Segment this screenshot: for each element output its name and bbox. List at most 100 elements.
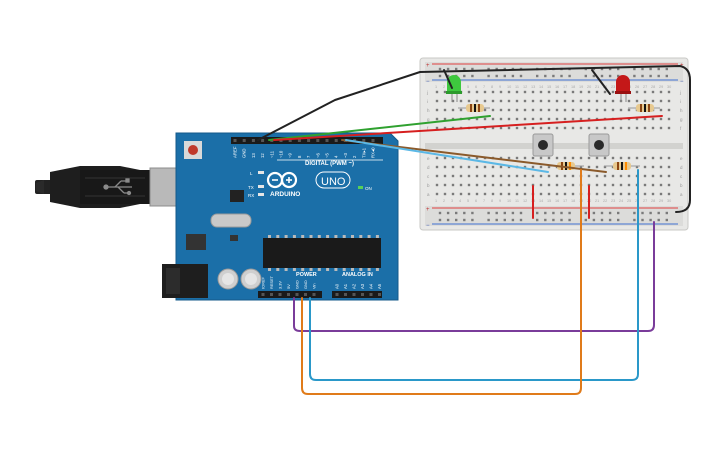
breadboard-hole[interactable] xyxy=(547,117,551,121)
breadboard-hole[interactable] xyxy=(531,156,535,160)
breadboard-hole[interactable] xyxy=(627,183,631,187)
rail-hole[interactable] xyxy=(471,67,474,71)
rail-hole[interactable] xyxy=(544,74,547,78)
breadboard-hole[interactable] xyxy=(595,174,599,178)
breadboard-hole[interactable] xyxy=(467,156,471,160)
breadboard-hole[interactable] xyxy=(603,108,607,112)
breadboard-hole[interactable] xyxy=(507,90,511,94)
breadboard-hole[interactable] xyxy=(467,183,471,187)
rail-hole[interactable] xyxy=(446,74,450,78)
rail-hole[interactable] xyxy=(511,211,515,215)
breadboard-hole[interactable] xyxy=(643,117,647,121)
breadboard-hole[interactable] xyxy=(491,183,495,187)
rail-hole[interactable] xyxy=(511,218,515,222)
breadboard-hole[interactable] xyxy=(435,192,439,196)
header-pin[interactable] xyxy=(361,293,364,296)
breadboard-hole[interactable] xyxy=(547,183,551,187)
rail-hole[interactable] xyxy=(536,74,539,78)
breadboard-hole[interactable] xyxy=(611,108,615,112)
breadboard-hole[interactable] xyxy=(667,90,671,94)
breadboard-hole[interactable] xyxy=(659,156,663,160)
breadboard-hole[interactable] xyxy=(491,126,495,130)
rail-hole[interactable] xyxy=(471,211,474,215)
rail-hole[interactable] xyxy=(438,218,442,222)
header-pin[interactable] xyxy=(369,293,373,296)
breadboard-hole[interactable] xyxy=(499,99,503,103)
breadboard-hole[interactable] xyxy=(555,99,559,103)
breadboard-hole[interactable] xyxy=(483,165,487,169)
rail-hole[interactable] xyxy=(471,74,474,78)
rail-hole[interactable] xyxy=(487,218,490,222)
breadboard-hole[interactable] xyxy=(635,117,639,121)
header-pin[interactable] xyxy=(288,139,292,142)
header-pin[interactable] xyxy=(297,139,301,142)
breadboard-hole[interactable] xyxy=(539,192,543,196)
breadboard-hole[interactable] xyxy=(507,117,511,121)
rail-hole[interactable] xyxy=(649,211,652,215)
header-pin[interactable] xyxy=(287,293,290,296)
breadboard-hole[interactable] xyxy=(651,183,655,187)
breadboard-hole[interactable] xyxy=(443,117,447,121)
breadboard-hole[interactable] xyxy=(563,99,567,103)
breadboard-hole[interactable] xyxy=(643,183,647,187)
breadboard-hole[interactable] xyxy=(667,108,671,112)
breadboard-hole[interactable] xyxy=(643,174,647,178)
breadboard-hole[interactable] xyxy=(491,117,495,121)
rail-hole[interactable] xyxy=(633,211,636,215)
rail-hole[interactable] xyxy=(641,74,644,78)
breadboard-hole[interactable] xyxy=(587,108,591,112)
breadboard-hole[interactable] xyxy=(539,183,543,187)
rail-hole[interactable] xyxy=(487,211,490,215)
breadboard-hole[interactable] xyxy=(555,174,559,178)
breadboard-hole[interactable] xyxy=(595,117,599,121)
rail-hole[interactable] xyxy=(584,74,587,78)
rail-hole[interactable] xyxy=(568,218,571,222)
breadboard-hole[interactable] xyxy=(443,156,447,160)
rail-hole[interactable] xyxy=(560,74,563,78)
breadboard-hole[interactable] xyxy=(539,90,543,94)
breadboard-hole[interactable] xyxy=(483,174,487,178)
breadboard-hole[interactable] xyxy=(475,183,479,187)
breadboard-hole[interactable] xyxy=(635,99,639,103)
header-pin[interactable] xyxy=(312,293,316,296)
breadboard-hole[interactable] xyxy=(467,99,471,103)
breadboard-hole[interactable] xyxy=(459,165,463,169)
header-pin[interactable] xyxy=(261,139,265,142)
breadboard-hole[interactable] xyxy=(483,90,487,94)
breadboard-hole[interactable] xyxy=(563,183,567,187)
breadboard-hole[interactable] xyxy=(451,156,455,160)
breadboard-hole[interactable] xyxy=(651,192,655,196)
breadboard-hole[interactable] xyxy=(547,165,551,169)
rail-hole[interactable] xyxy=(592,67,596,71)
breadboard-hole[interactable] xyxy=(595,126,599,130)
breadboard-hole[interactable] xyxy=(539,156,543,160)
breadboard-hole[interactable] xyxy=(587,156,591,160)
breadboard-hole[interactable] xyxy=(507,126,511,130)
breadboard-hole[interactable] xyxy=(531,99,535,103)
rail-hole[interactable] xyxy=(495,67,498,71)
rail-hole[interactable] xyxy=(592,218,596,222)
breadboard-hole[interactable] xyxy=(531,174,535,178)
resistor-2[interactable] xyxy=(628,104,660,112)
breadboard-hole[interactable] xyxy=(507,99,511,103)
breadboard-hole[interactable] xyxy=(499,165,503,169)
breadboard-hole[interactable] xyxy=(523,183,527,187)
breadboard-hole[interactable] xyxy=(547,126,551,130)
breadboard-hole[interactable] xyxy=(579,90,583,94)
breadboard-hole[interactable] xyxy=(467,90,471,94)
breadboard-hole[interactable] xyxy=(547,192,551,196)
breadboard-hole[interactable] xyxy=(563,126,567,130)
breadboard-hole[interactable] xyxy=(603,156,607,160)
breadboard-hole[interactable] xyxy=(619,108,623,112)
rail-hole[interactable] xyxy=(455,211,458,215)
header-pin[interactable] xyxy=(335,293,339,296)
breadboard-hole[interactable] xyxy=(475,156,479,160)
breadboard-hole[interactable] xyxy=(611,156,615,160)
breadboard-hole[interactable] xyxy=(571,99,575,103)
breadboard-hole[interactable] xyxy=(443,126,447,130)
breadboard-hole[interactable] xyxy=(611,126,615,130)
breadboard-hole[interactable] xyxy=(659,165,663,169)
breadboard-hole[interactable] xyxy=(571,90,575,94)
breadboard-hole[interactable] xyxy=(547,108,551,112)
breadboard-hole[interactable] xyxy=(651,174,655,178)
